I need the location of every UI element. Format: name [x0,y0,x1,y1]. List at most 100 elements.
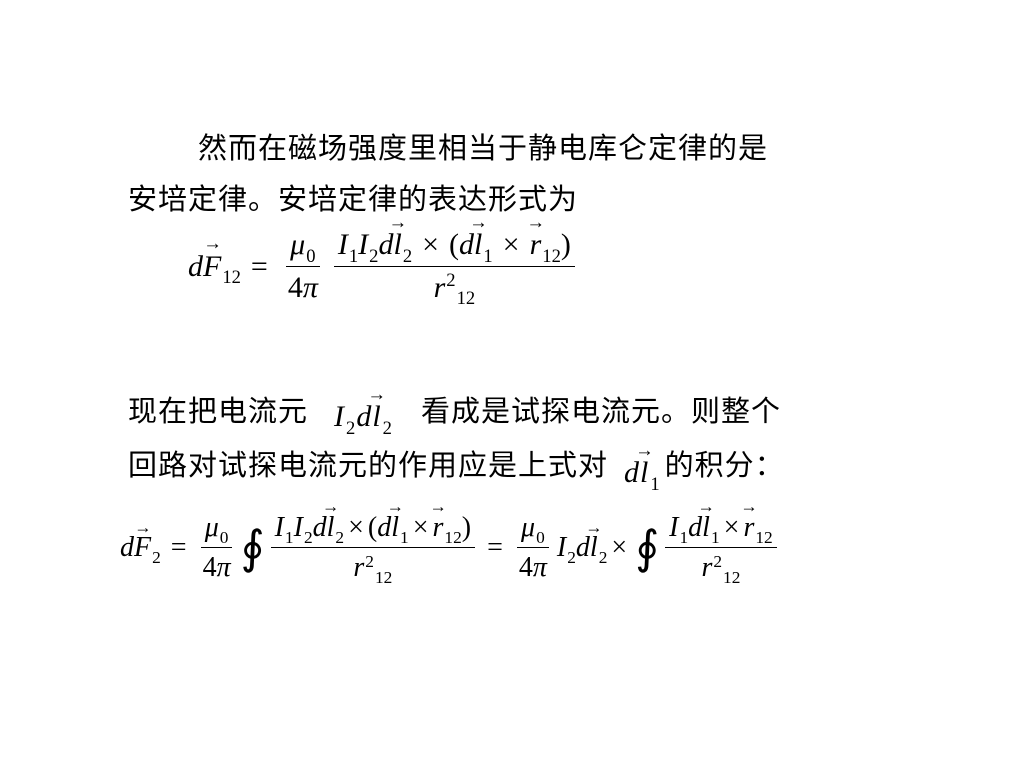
fraction-integrand-1: I1I2dl2×(dl1×r12) r212 [270,512,476,588]
sym-r: r [353,552,365,584]
sym-d: d [624,456,641,489]
fraction-numerator: I1I2dl2×(dl1×r12) [270,512,476,549]
superscript-2: 2 [365,551,374,571]
subscript-2: 2 [152,548,161,568]
text-segment: 现在把电流元 [128,394,309,428]
sym-mu: μ [521,512,536,543]
sym-pi: π [532,552,547,584]
subscript-0: 0 [219,528,229,548]
fraction-mu0-4pi: μ0 4π [515,512,551,584]
fraction-numerator: I1I2dl2×(dl1×r12) [333,228,575,267]
eq2-lhs: dF2 [120,532,161,568]
sym-d: d [378,228,394,261]
fraction-numerator: μ0 [517,512,549,549]
subscript-2: 2 [303,528,313,548]
vector-r: r [743,512,754,544]
subscript-0: 0 [306,245,316,267]
vector-l: l [702,512,710,544]
superscript-2: 2 [713,551,723,571]
sym-d: d [377,512,392,543]
paragraph-2-line-1: 现在把电流元 I2dl2 看成是试探电流元。则整个 [128,392,781,439]
times-sign: × [611,532,628,564]
subscript-12: 12 [222,267,241,289]
left-paren: ( [367,512,378,543]
sym-d: d [356,400,373,433]
subscript-0: 0 [536,528,545,548]
subscript-2: 2 [335,528,345,548]
fraction-numerator: I1dl1×r12 [665,512,777,549]
subscript-12: 12 [542,245,561,267]
subscript-1: 1 [284,528,294,548]
equals-sign: = [170,532,187,564]
fraction-denominator: 4π [515,548,551,584]
fraction-numerator: μ0 [286,228,320,267]
fraction-denominator: r212 [349,548,396,588]
times-sign: × [502,228,520,261]
subscript-2: 2 [346,417,357,439]
inline-dl1: dl1 [624,456,661,495]
right-paren: ) [560,228,571,261]
vector-F: F [203,250,221,284]
times-sign: × [422,228,440,261]
vector-l: l [391,512,399,544]
left-paren: ( [449,228,460,261]
fraction-integrand-2: I1dl1×r12 r212 [665,512,777,587]
vector-l: l [640,456,649,490]
paragraph-1-line-1: 然而在磁场强度里相当于静电库仑定律的是 [198,131,769,165]
subscript-1: 1 [483,245,493,267]
subscript-12: 12 [456,288,476,310]
fraction-denominator: r212 [430,267,480,310]
text-segment: 看成是试探电流元。则整个 [420,394,781,428]
fraction-denominator: 4π [199,548,235,584]
times-sign: × [348,512,364,543]
subscript-12: 12 [374,568,393,588]
contour-integral-sign: ∮ [635,522,660,574]
equals-sign: = [487,532,503,564]
paragraph-1-line-2: 安培定律。安培定律的表达形式为 [128,182,579,216]
inline-current-element: I2dl2 [334,400,393,439]
paragraph-2-line-2: 回路对试探电流元的作用应是上式对 dl1 的积分： [128,446,785,495]
sym-I: I [274,512,284,543]
sym-I: I [337,228,348,261]
vector-l: l [327,512,335,544]
sym-pi: π [302,270,318,304]
sym-pi: π [216,552,231,584]
sym-d: d [188,249,203,283]
subscript-12: 12 [444,528,462,548]
sym-r: r [433,270,446,304]
subscript-2: 2 [598,548,608,568]
subscript-1: 1 [348,245,359,267]
times-sign: × [723,512,740,543]
vector-l: l [372,400,381,434]
sym-4: 4 [202,552,217,584]
vector-l: l [590,532,598,564]
subscript-2: 2 [382,417,393,439]
sym-I: I [669,512,679,543]
subscript-1: 1 [710,528,720,548]
vector-l: l [393,228,401,263]
sym-r: r [701,552,713,584]
sym-d: d [312,512,327,543]
subscript-1: 1 [400,528,409,548]
subscript-2: 2 [402,245,413,267]
subscript-12: 12 [755,528,773,548]
sym-d: d [459,228,475,261]
text-segment: 的积分： [664,448,785,482]
sym-d: d [120,532,134,564]
vector-l: l [474,228,482,263]
current-element-term: I2dl2 [556,532,608,568]
sym-4: 4 [518,552,533,584]
sym-mu: μ [204,512,219,543]
right-paren: ) [461,512,472,543]
sym-mu: μ [290,228,306,261]
integral-equation: dF2 = μ0 4π ∮ I1I2dl2×(dl1×r12) r212 = μ… [120,512,779,588]
fraction-denominator: 4π [284,267,322,306]
subscript-2: 2 [369,245,379,267]
ampere-law-equation: dF12 = μ0 4π I1I2dl2×(dl1×r12) r212 [188,228,581,310]
sym-I: I [293,512,303,543]
sym-I: I [358,228,369,261]
times-sign: × [412,512,429,543]
vector-r: r [432,512,443,544]
subscript-2: 2 [567,548,576,568]
sym-I: I [556,532,567,564]
